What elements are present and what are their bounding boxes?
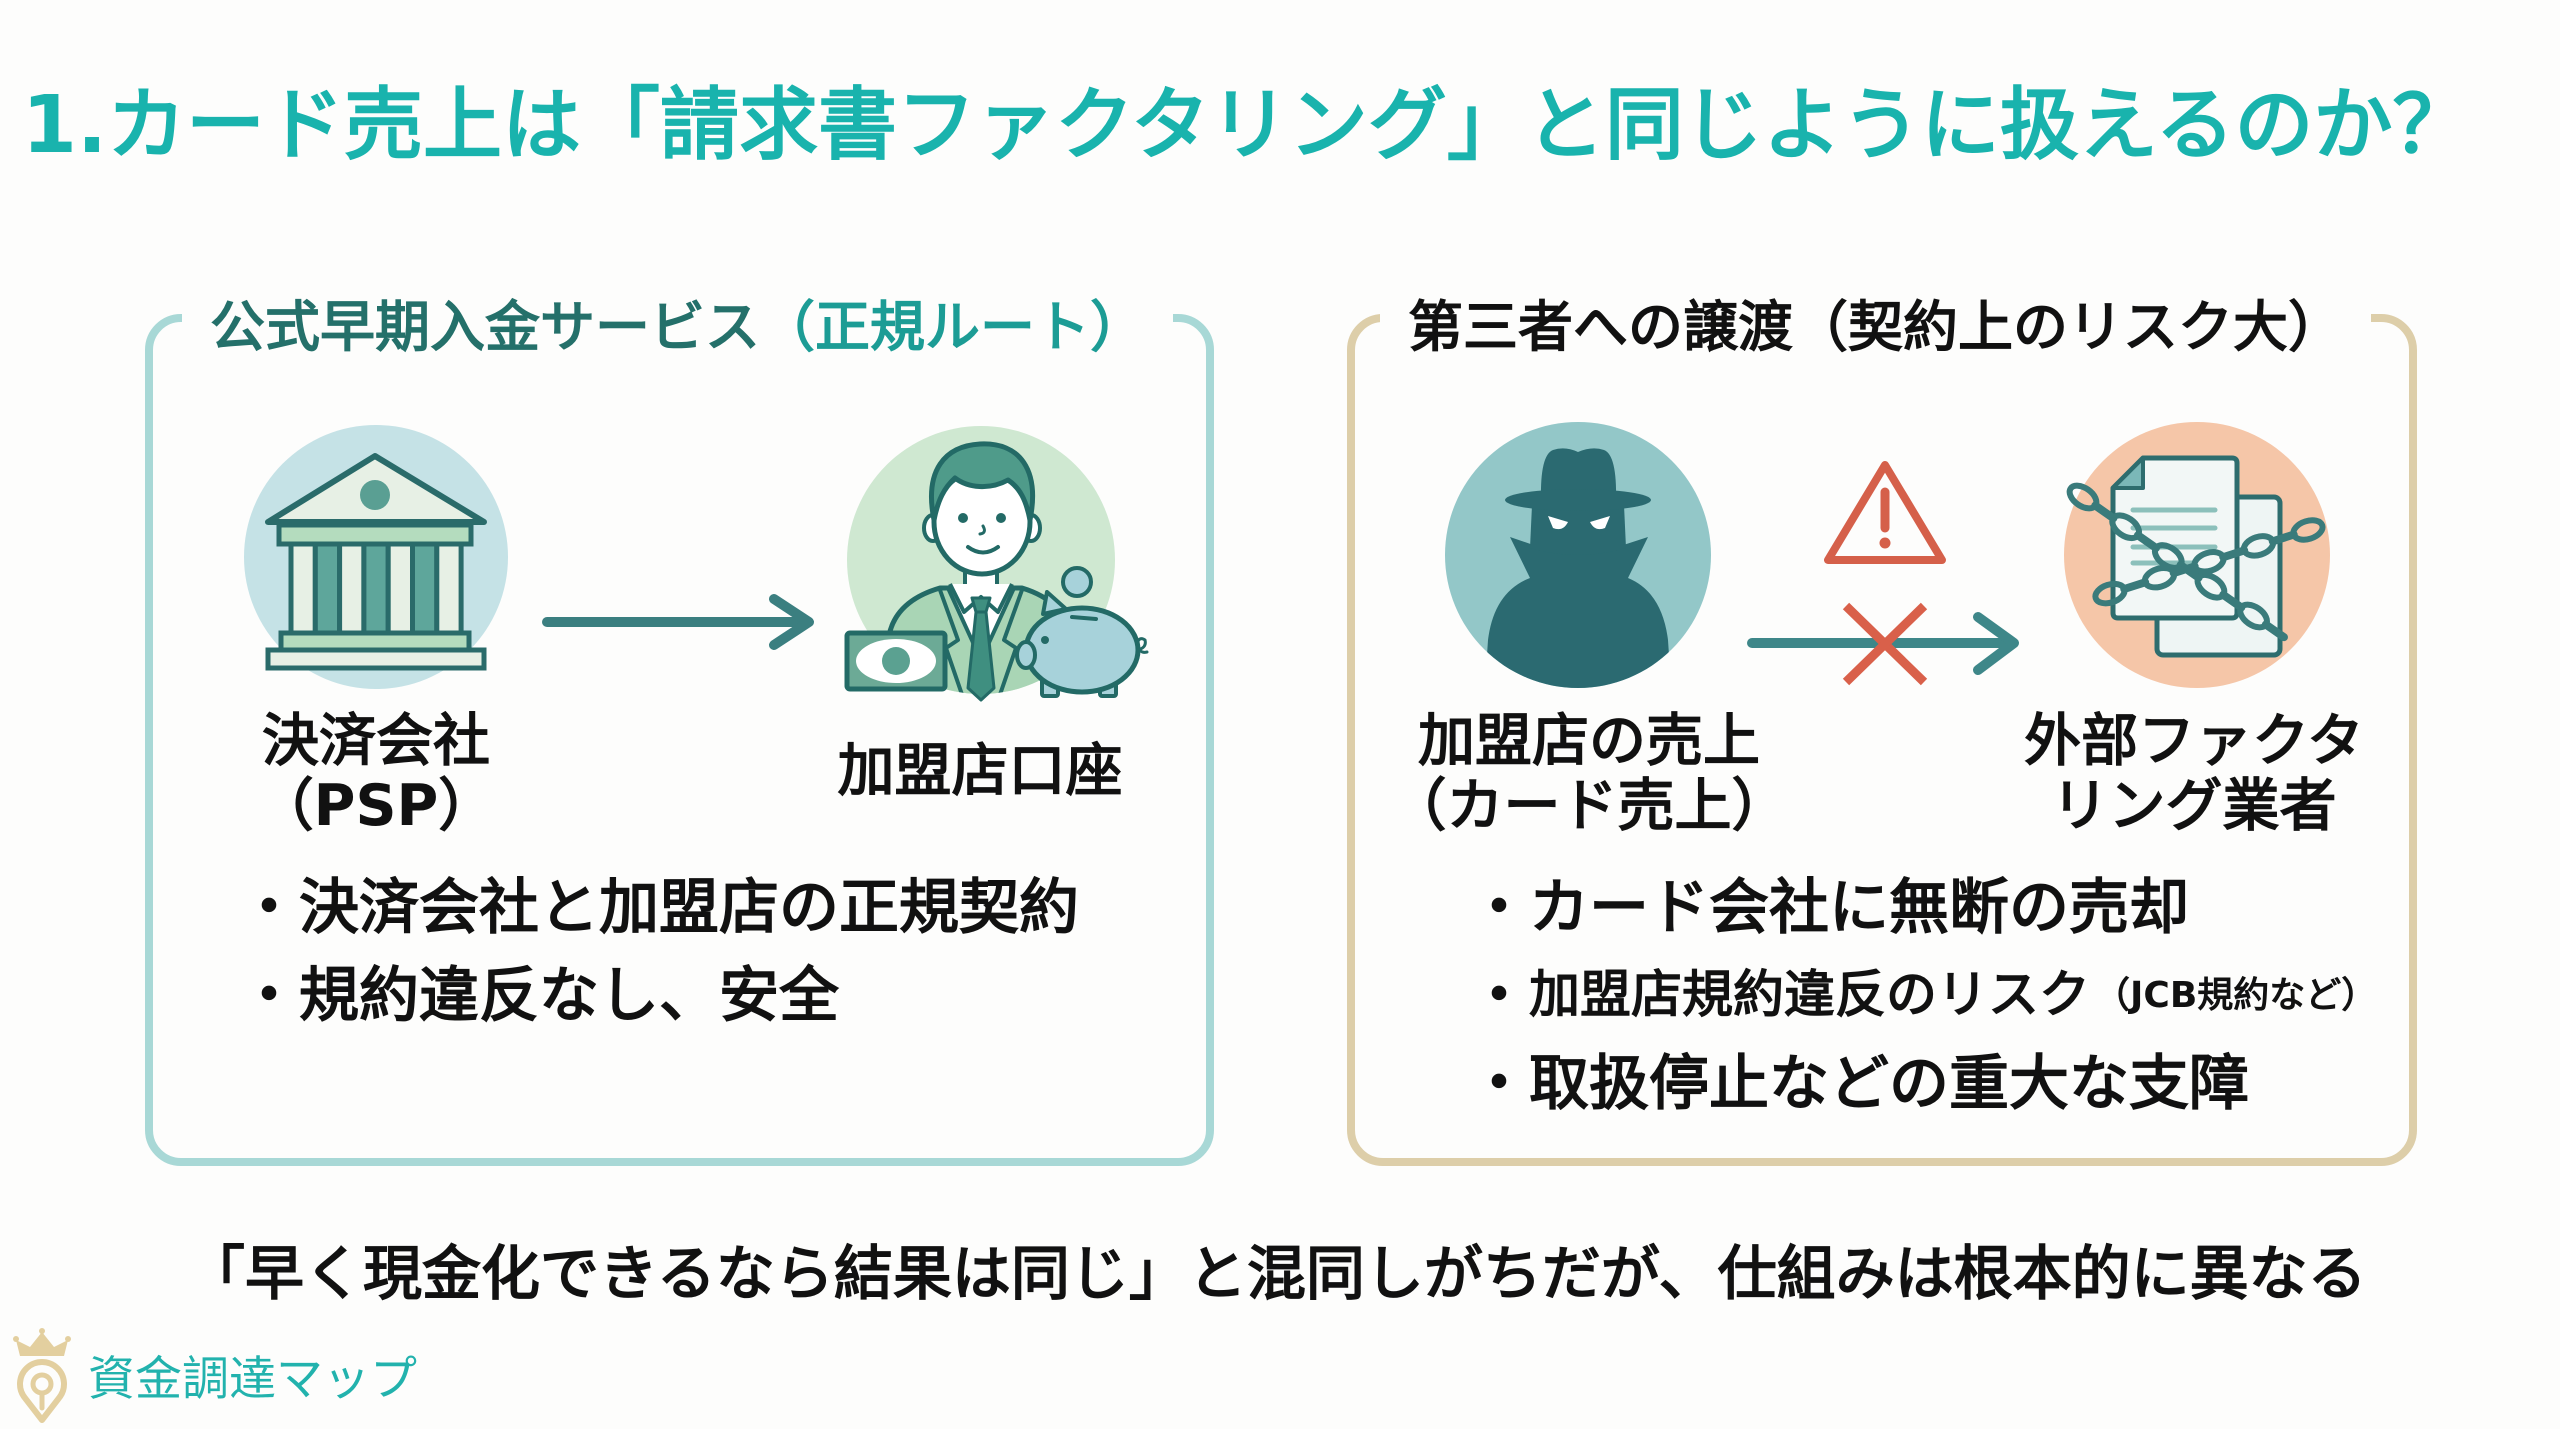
- bullet-text: 規約違反なし、安全: [299, 961, 839, 1031]
- bullet-text: 加盟店規約違反のリスク: [1529, 966, 2091, 1025]
- warning-triangle-icon: [1824, 461, 1946, 564]
- official-route-heading: 公式早期入金サービス（正規ルート）: [182, 299, 1174, 355]
- bullet-text: 決済会社と加盟店の正規契約: [299, 873, 1079, 943]
- spy-icon: [1445, 422, 1711, 688]
- chain-icon: [2092, 517, 2326, 607]
- psp-label-sub: （PSP）: [256, 773, 496, 839]
- psp-label: 決済会社: [262, 708, 490, 774]
- bullet-text: カード会社に無断の売却: [1529, 873, 2189, 943]
- merchant-sales-label: 加盟店の売上: [1418, 708, 1760, 774]
- bullet-marker: ・: [1469, 1049, 1529, 1119]
- factoring-company-label: 外部ファクタ: [2024, 708, 2364, 774]
- blocked-arrow-icon: [1747, 602, 2019, 686]
- third-party-transfer-heading: 第三者への譲渡（契約上のリスク大）: [1380, 299, 2372, 355]
- chained-documents-icon: [2064, 422, 2330, 688]
- bank-icon: [244, 425, 508, 689]
- merchant-account-label: 加盟店口座: [837, 738, 1123, 804]
- list-item: ・ 決済会社と加盟店の正規契約: [239, 864, 1079, 952]
- bullet-text: 取扱停止などの重大な支障: [1529, 1049, 2249, 1119]
- official-route-heading-sub: （正規ルート）: [760, 295, 1146, 359]
- merchant-sales-label-sub: （カード売上）: [1389, 773, 1789, 839]
- bullet-marker: ・: [239, 873, 299, 943]
- arrow-right-icon: [542, 594, 814, 650]
- page-title: 1.カード売上は「請求書ファクタリング」と同じように扱えるのか？: [22, 79, 2472, 171]
- official-route-bullet-list: ・ 決済会社と加盟店の正規契約 ・ 規約違反なし、安全: [239, 864, 1079, 1040]
- businessman-with-cash-and-piggy-bank-icon: [844, 426, 1149, 702]
- bullet-marker: ・: [239, 961, 299, 1031]
- list-item: ・ 加盟店規約違反のリスク （JCB規約など）: [1469, 952, 2377, 1040]
- crown-pin-icon: [13, 1328, 71, 1423]
- official-route-heading-main: 公式早期入金サービス: [210, 295, 761, 359]
- bullet-marker: ・: [1469, 873, 1529, 943]
- bullet-note: （JCB規約など）: [2094, 975, 2378, 1016]
- cross-mark-icon: [1842, 602, 1928, 686]
- third-party-bullet-list: ・ カード会社に無断の売却 ・ 加盟店規約違反のリスク （JCB規約など） ・ …: [1469, 864, 2377, 1128]
- summary-note: 「早く現金化できるなら結果は同じ」と混同しがちだが、仕組みは根本的に異なる: [186, 1239, 2367, 1308]
- list-item: ・ カード会社に無断の売却: [1469, 864, 2377, 952]
- factoring-company-label-sub: リング業者: [2051, 773, 2337, 839]
- list-item: ・ 規約違反なし、安全: [239, 952, 1079, 1040]
- list-item: ・ 取扱停止などの重大な支障: [1469, 1040, 2377, 1128]
- brand-logo-text: 資金調達マップ: [88, 1352, 417, 1407]
- bullet-marker: ・: [1469, 961, 1529, 1031]
